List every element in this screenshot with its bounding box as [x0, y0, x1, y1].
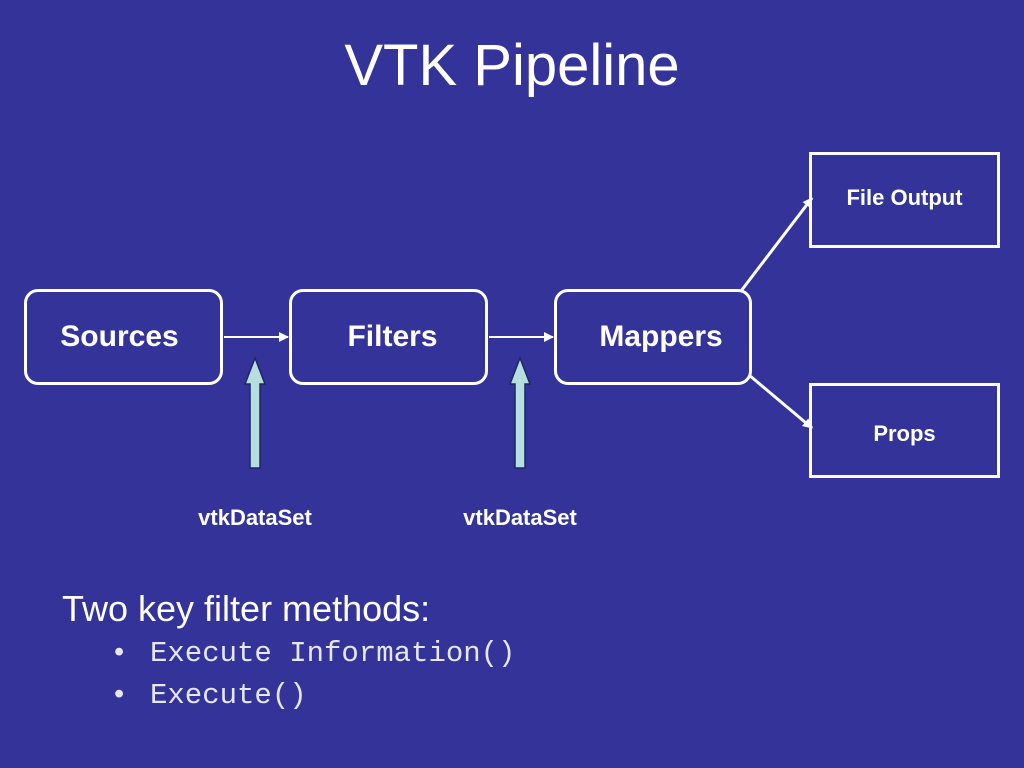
node-filters: Filters [289, 289, 488, 385]
dataset-up-arrow-1 [243, 355, 267, 469]
node-mappers-label: Mappers [599, 320, 723, 353]
methods-section: Two key filter methods: • Execute Informa… [62, 586, 515, 716]
dataset-up-arrow-2 [508, 355, 532, 469]
dataset-label-2: vtkDataSet [463, 505, 577, 530]
method-item: • Execute() [114, 674, 515, 716]
node-sources: Sources [24, 289, 223, 385]
bullet-marker: • [114, 678, 125, 710]
methods-heading: Two key filter methods: [62, 588, 431, 629]
node-props: Props [809, 383, 1000, 478]
method-name: Execute() [150, 679, 307, 712]
edge-mappers-to-props [748, 373, 813, 430]
node-mappers: Mappers [554, 289, 752, 385]
node-file-output-label: File Output [846, 185, 963, 210]
node-props-label: Props [873, 421, 936, 446]
node-filters-label: Filters [347, 320, 438, 353]
bullet-marker: • [114, 636, 125, 668]
node-file-output: File Output [809, 152, 1000, 248]
edge-mappers-to-file-output [739, 197, 814, 292]
node-sources-label: Sources [60, 320, 179, 353]
slide-title: VTK Pipeline [344, 33, 680, 98]
method-name: Execute Information() [150, 637, 516, 670]
dataset-label-1: vtkDataSet [198, 505, 312, 530]
method-item: • Execute Information() [114, 632, 515, 674]
